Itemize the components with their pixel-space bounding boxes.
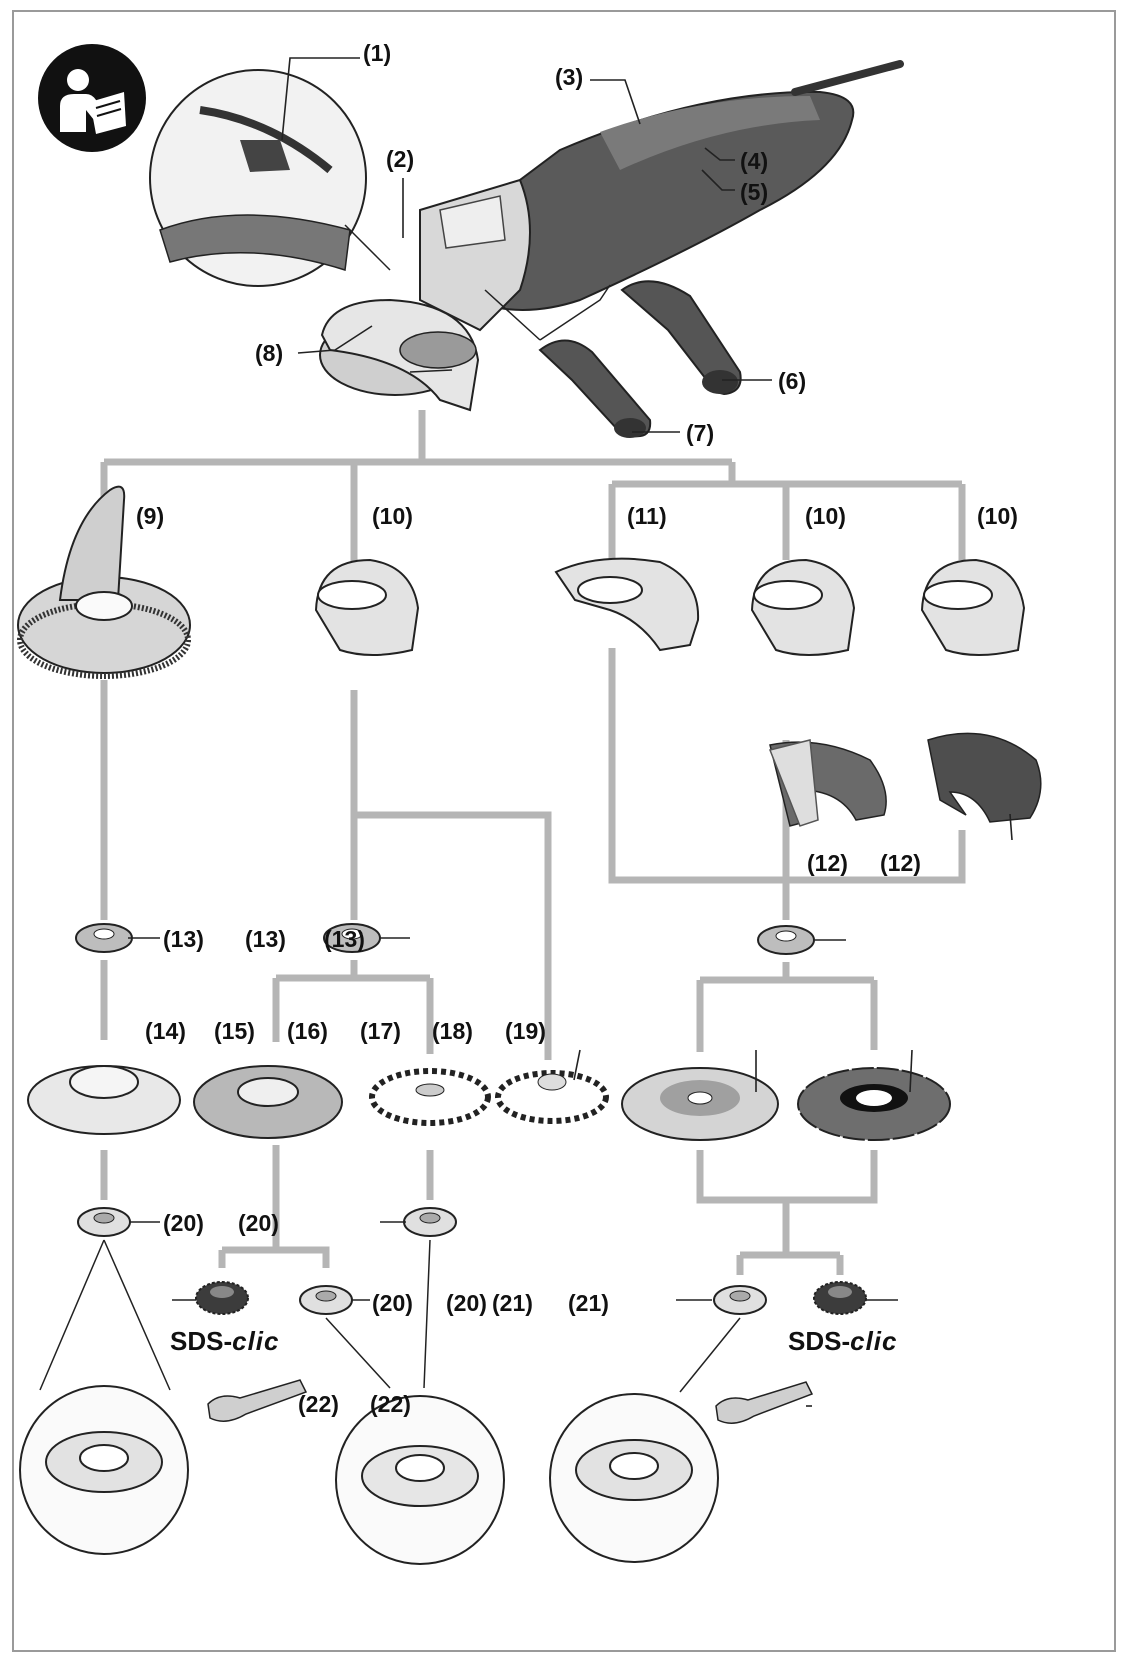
label-17: (17) — [360, 1018, 401, 1044]
label-13c: (13) — [324, 926, 365, 952]
angle-grinder — [319, 60, 904, 412]
locking-nut-20c — [403, 1207, 457, 1237]
label-20c: (20) — [372, 1290, 413, 1316]
dust-extraction-guard — [17, 485, 191, 679]
grinding-disc-15-16 — [193, 1065, 343, 1139]
label-22a: (22) — [298, 1391, 339, 1417]
label-7: (7) — [686, 420, 715, 446]
label-12a: (12) — [807, 850, 848, 876]
label-14: (14) — [145, 1018, 186, 1044]
cutting-guard-11 — [554, 557, 700, 652]
label-13a: (13) — [163, 926, 204, 952]
label-2: (2) — [386, 146, 415, 172]
label-20d: (20) — [446, 1290, 487, 1316]
auxiliary-handles — [484, 280, 742, 438]
label-18: (18) — [432, 1018, 473, 1044]
label-19: (19) — [505, 1018, 546, 1044]
switch-detail-circle — [149, 69, 391, 287]
cup-wheel-14 — [27, 1065, 181, 1135]
nut-detail-circle-right — [549, 1317, 741, 1563]
label-8: (8) — [255, 340, 284, 366]
cover-plate-12b — [927, 732, 1042, 823]
label-10c: (10) — [977, 503, 1018, 529]
mounting-flange-13c — [757, 925, 815, 955]
label-20a: (20) — [163, 1210, 204, 1236]
label-5: (5) — [740, 179, 769, 205]
diamond-cutting-disc — [797, 1067, 951, 1141]
label-20b: (20) — [238, 1210, 279, 1236]
wire-brush-17-18 — [369, 1068, 491, 1126]
sds-prefix-left: SDS- — [170, 1326, 233, 1356]
read-manual-icon — [38, 44, 146, 152]
label-9: (9) — [136, 503, 165, 529]
label-21b: (21) — [568, 1290, 609, 1316]
cover-plate-12a — [768, 739, 887, 827]
two-pin-spanner-left — [207, 1379, 308, 1422]
label-11: (11) — [627, 503, 667, 529]
diagram-frame — [12, 10, 1116, 1652]
protective-guard-10c — [920, 558, 1026, 656]
label-22b: (22) — [370, 1391, 411, 1417]
sds-clic-logo-left: SDS-clic — [170, 1326, 280, 1357]
sds-clic-nut-right — [813, 1281, 867, 1315]
label-12b: (12) — [880, 850, 921, 876]
locking-nut-20a — [77, 1207, 131, 1237]
two-pin-spanner-right — [715, 1381, 814, 1424]
nut-detail-circle-left — [19, 1239, 189, 1555]
mounting-flange-13a — [75, 923, 133, 953]
leader-lines — [128, 57, 1013, 1407]
label-6: (6) — [778, 368, 807, 394]
label-1: (1) — [363, 40, 392, 66]
label-16: (16) — [287, 1018, 328, 1044]
label-10a: (10) — [372, 503, 413, 529]
sds-suffix-right: clic — [850, 1326, 898, 1356]
label-13b: (13) — [245, 926, 286, 952]
cutting-disc — [621, 1067, 779, 1141]
nut-detail-circle-middle — [325, 1239, 505, 1565]
label-3: (3) — [555, 64, 584, 90]
label-10b: (10) — [805, 503, 846, 529]
protective-guard-10b — [750, 558, 856, 656]
protective-guard-10a — [314, 558, 420, 656]
connector-tree — [100, 410, 966, 1275]
label-21a: (21) — [492, 1290, 533, 1316]
label-4: (4) — [740, 148, 769, 174]
mounting-flange-13b — [323, 923, 381, 953]
wire-brush-19 — [495, 1070, 609, 1124]
locking-nut-right — [713, 1285, 767, 1315]
locking-nut-20b — [299, 1285, 353, 1315]
sds-clic-logo-right: SDS-clic — [788, 1326, 898, 1357]
sds-suffix-left: clic — [232, 1326, 280, 1356]
label-15: (15) — [214, 1018, 255, 1044]
sds-prefix-right: SDS- — [788, 1326, 851, 1356]
sds-clic-nut-left — [195, 1281, 249, 1315]
